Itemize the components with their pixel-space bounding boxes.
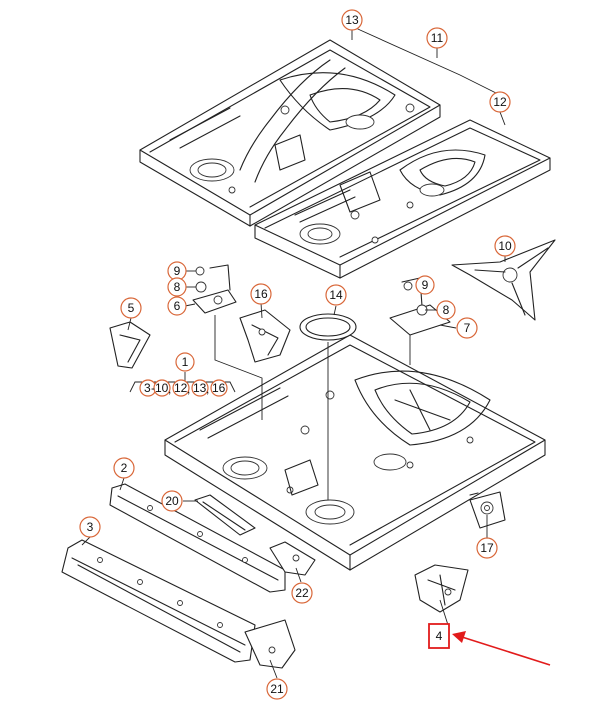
callout-9-left[interactable]: 9 (167, 261, 187, 281)
group-sep-comma-1: , (168, 382, 171, 396)
front-floor-panel (139, 39, 441, 227)
group-num-3: 3 (144, 381, 151, 395)
callout-7[interactable]: 7 (456, 317, 478, 339)
callout-8-right[interactable]: 8 (436, 300, 456, 320)
bracket-22 (269, 541, 316, 576)
red-pointer-arrow (452, 631, 551, 666)
rear-floor-panel-upper (254, 119, 551, 279)
callout-label-17: 17 (480, 541, 494, 555)
group-sep-comma-2: , (187, 382, 190, 396)
callout-6[interactable]: 6 (167, 296, 187, 316)
callout-label-1: 1 (182, 355, 189, 369)
group-sep-comma-3: , (206, 382, 209, 396)
callout-label-2: 2 (121, 461, 128, 475)
callout-11[interactable]: 11 (426, 27, 448, 49)
callout-12[interactable]: 12 (489, 91, 511, 113)
callout-label-3: 3 (87, 520, 94, 534)
group-num-16: 16 (212, 381, 226, 395)
callout-4-highlighted[interactable]: 4 (428, 623, 450, 649)
oval-pad-14 (299, 313, 357, 341)
bracket-4 (414, 564, 469, 613)
cross-brace-10 (451, 239, 556, 321)
group-sep-dash: - (151, 381, 155, 395)
callout-label-5: 5 (128, 301, 135, 315)
callout-14[interactable]: 14 (325, 284, 347, 306)
callout-16[interactable]: 16 (250, 283, 272, 305)
callout-label-8-right: 8 (443, 303, 450, 317)
bracket-7 (389, 277, 451, 336)
side-rail-2 (109, 483, 286, 593)
callout-label-21: 21 (270, 682, 284, 696)
callout-8-left[interactable]: 8 (167, 277, 187, 297)
group-num-10: 10 (155, 381, 169, 395)
callout-label-10: 10 (498, 239, 512, 253)
callout-label-4: 4 (436, 629, 443, 643)
callout-22[interactable]: 22 (291, 582, 313, 604)
callout-label-13: 13 (345, 13, 359, 27)
side-sill-3 (61, 539, 256, 663)
bracket-16 (239, 309, 291, 363)
callout-label-9-left: 9 (174, 264, 181, 278)
bracket-5 (109, 321, 151, 369)
floor-assembly (164, 334, 546, 571)
callout-21[interactable]: 21 (266, 678, 288, 700)
pad-20 (194, 494, 256, 536)
callout-label-22: 22 (295, 586, 309, 600)
callout-label-16: 16 (254, 287, 268, 301)
callout-13[interactable]: 13 (341, 9, 363, 31)
bracket-6 (192, 264, 237, 314)
callout-2[interactable]: 2 (113, 457, 135, 479)
callout-17[interactable]: 17 (476, 537, 498, 559)
callout-3[interactable]: 3 (79, 516, 101, 538)
mount-17 (469, 491, 506, 529)
callout-5[interactable]: 5 (120, 297, 142, 319)
callout-10[interactable]: 10 (494, 235, 516, 257)
group-num-12: 12 (174, 381, 188, 395)
callout-label-14: 14 (329, 288, 343, 302)
shield-21 (244, 619, 296, 669)
callout-label-11: 11 (431, 31, 444, 45)
callout-label-8-left: 8 (174, 280, 181, 294)
callout-label-9-right: 9 (422, 278, 429, 292)
callout-1[interactable]: 1 (175, 352, 195, 372)
group-num-13: 13 (193, 381, 207, 395)
callout-label-6: 6 (174, 299, 181, 313)
callout-group-1: 3 - 10 , 12 , 13 , 16 (139, 379, 228, 397)
callout-9-right[interactable]: 9 (415, 275, 435, 295)
callout-label-20: 20 (165, 494, 179, 508)
callout-20[interactable]: 20 (161, 490, 183, 512)
callout-label-12: 12 (493, 95, 507, 109)
callout-label-7: 7 (464, 321, 471, 335)
